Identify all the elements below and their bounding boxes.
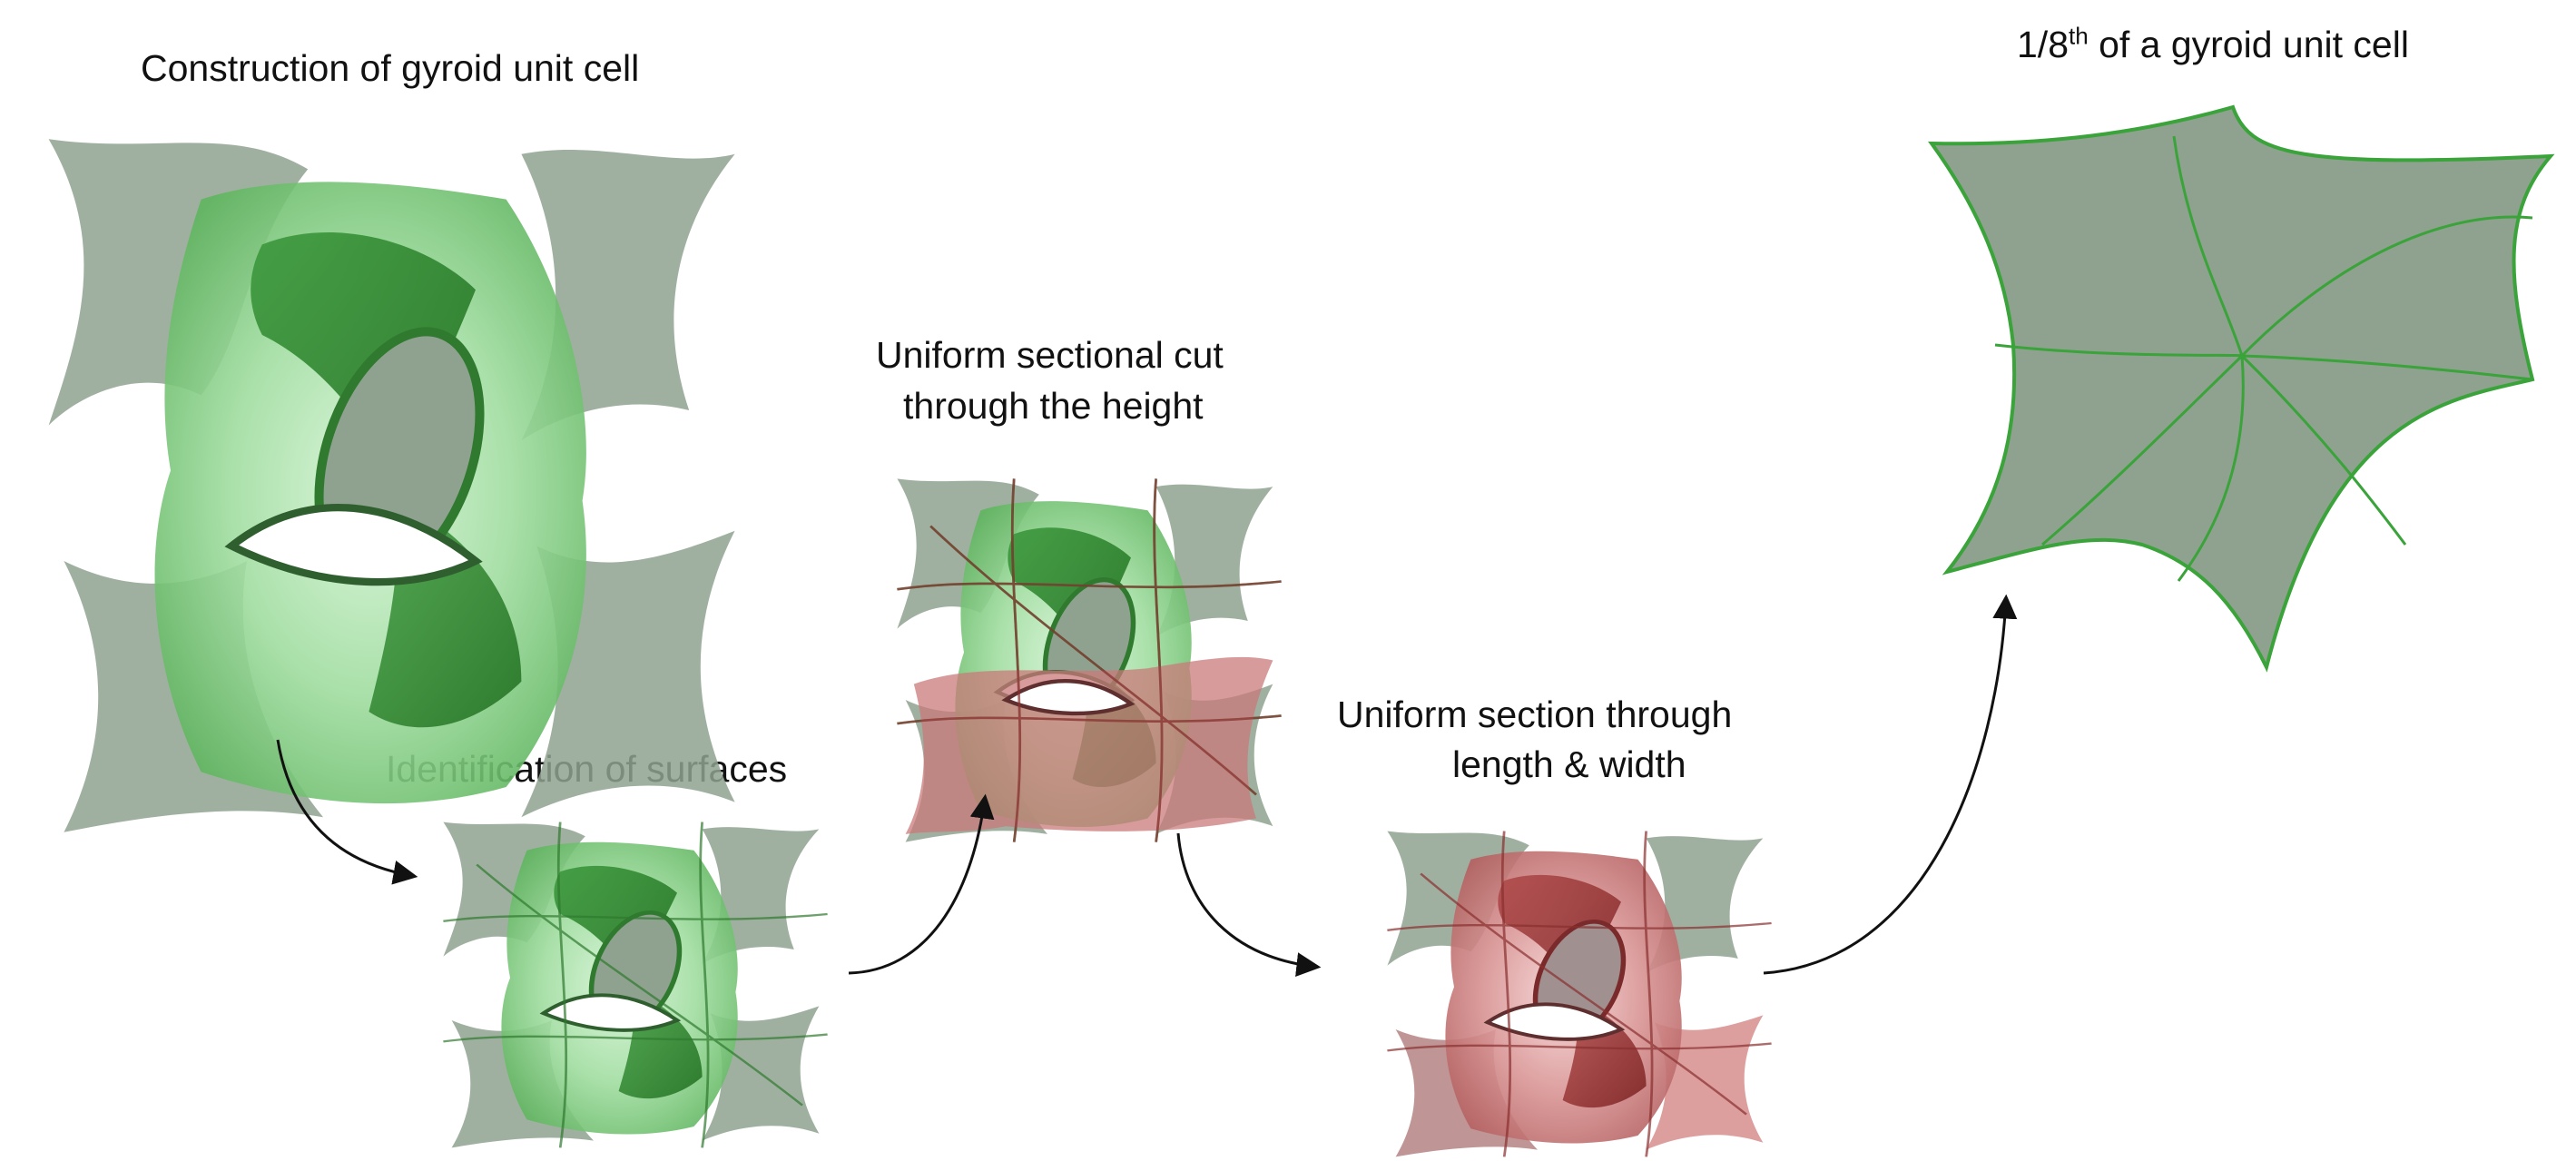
gyroid-length-width-cut — [1387, 831, 1771, 1157]
gyroid-identified-surfaces — [443, 822, 827, 1148]
gyroid-unit-cell — [49, 139, 735, 832]
arrow-height-cut-to-length-width — [1178, 833, 1316, 967]
arrow-length-width-to-eighth-cell — [1764, 599, 2006, 973]
gyroid-eighth-cell — [1932, 107, 2551, 667]
